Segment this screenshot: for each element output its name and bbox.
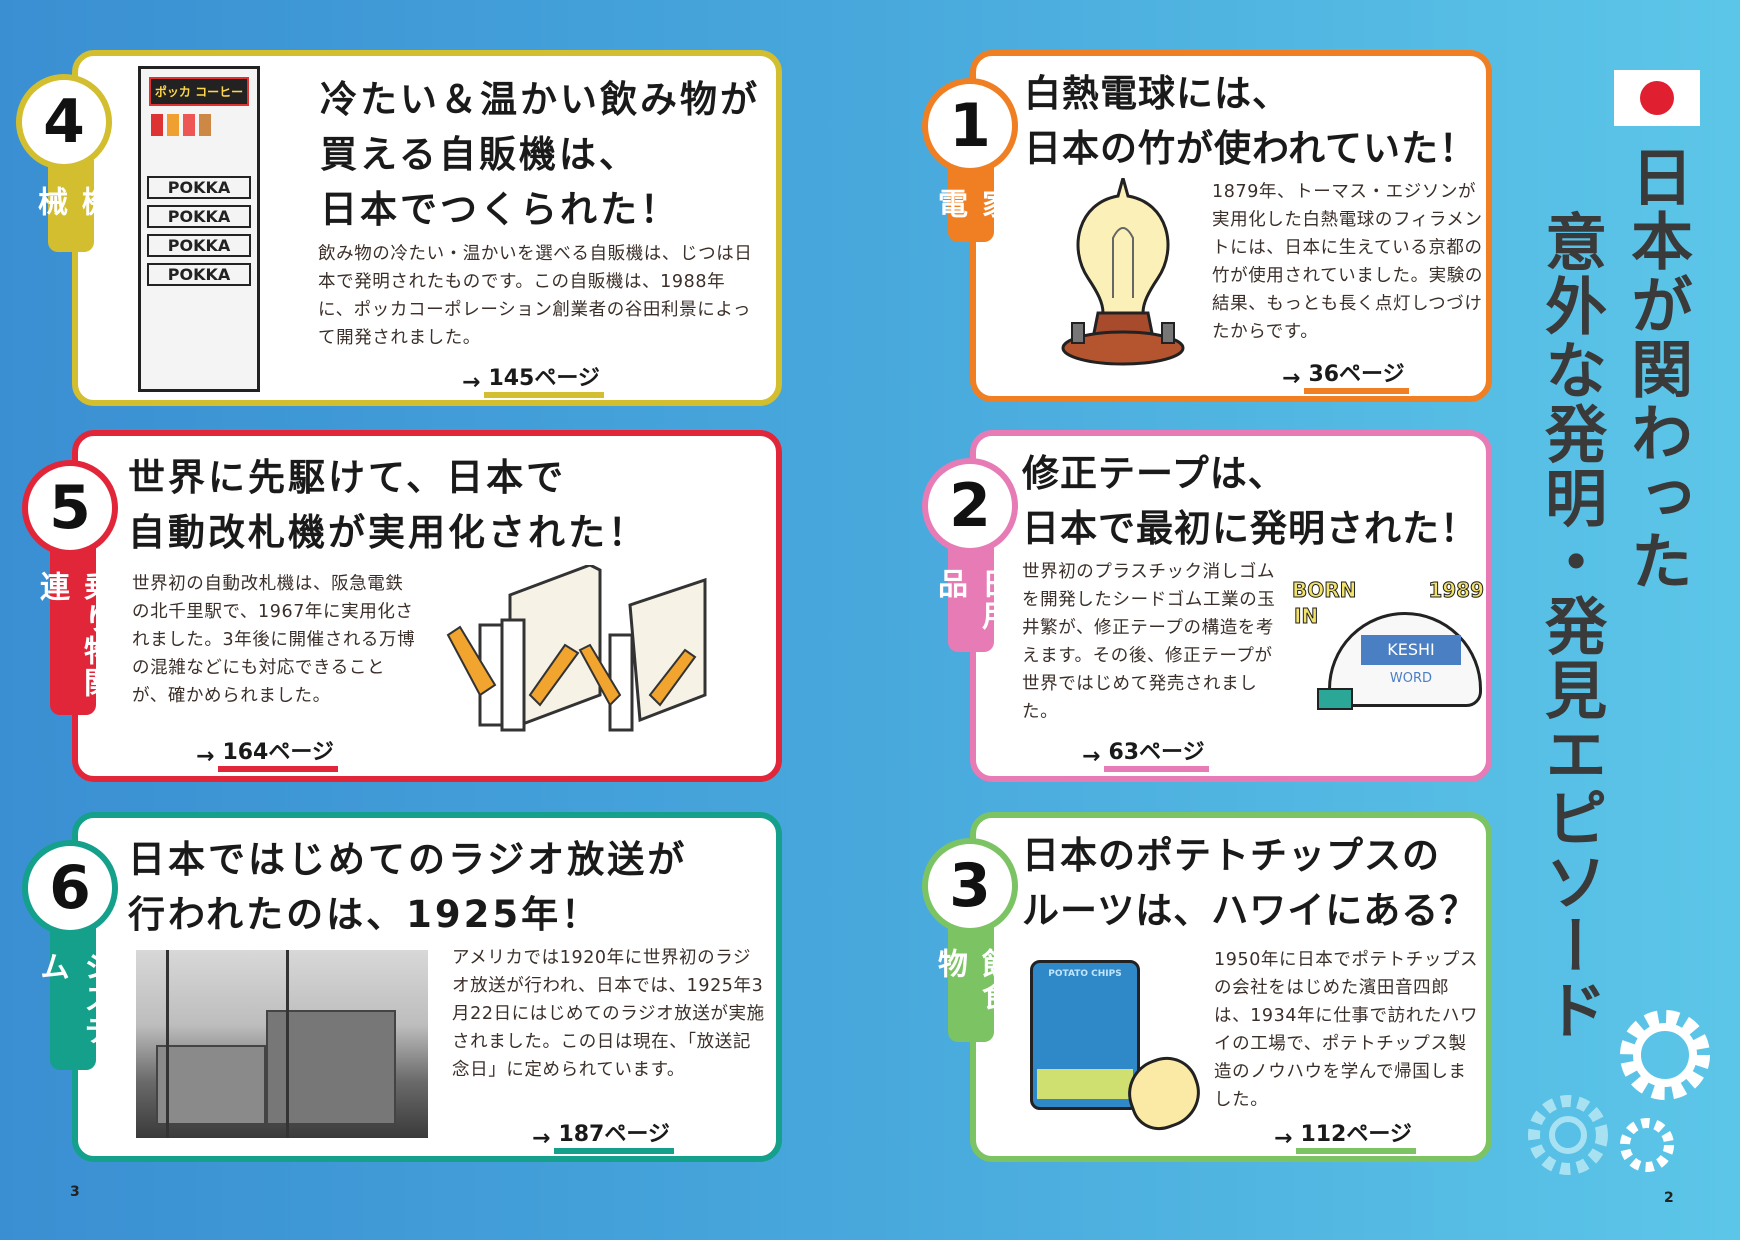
tape-label-year: 1989 <box>1428 578 1485 603</box>
headline-line: 修正テープは、 <box>1022 452 1286 495</box>
gear-icon <box>1528 1095 1608 1175</box>
page-ref-label: 112ページ <box>1296 1122 1416 1154</box>
page-link[interactable]: →164ページ <box>196 740 338 772</box>
category-tag: システム <box>34 925 113 1070</box>
headline: 世界に先駆けて、日本で 自動改札機が実用化された！ <box>128 450 778 560</box>
headline-line: 自動改札機が実用化された！ <box>128 511 648 554</box>
page-link[interactable]: →36ページ <box>1282 362 1409 394</box>
tape-label-in: IN <box>1293 604 1319 629</box>
machine-brand: ポッカ コーヒー <box>149 77 249 106</box>
body-text: 1950年に日本でポテトチップスの会社をはじめた濱田音四郎は、1934年に仕事で… <box>1214 950 1479 1110</box>
card-number-badge: 1 <box>922 78 1018 174</box>
category-tag: 飲食物 <box>932 922 1011 1042</box>
page-link[interactable]: →187ページ <box>532 1122 674 1154</box>
japan-flag-icon <box>1614 70 1700 126</box>
headline: 日本のポテトチップスの ルーツは、ハワイにある？ <box>1022 828 1487 938</box>
arrow-icon: → <box>1282 365 1301 391</box>
tape-label-word: WORD <box>1389 671 1433 686</box>
page-ref-label: 187ページ <box>554 1122 674 1154</box>
tape-label-brand: KESHI <box>1361 635 1461 665</box>
machine-label: POKKA <box>147 234 251 257</box>
body-text: 世界初のプラスチック消しゴムを開発したシードゴム工業の玉井繁が、修正テープの構造… <box>1022 562 1276 722</box>
radio-station-photo <box>136 950 428 1138</box>
category-tag: 家電 <box>932 162 1011 242</box>
card-number-badge: 2 <box>922 458 1018 554</box>
page-title-line1: 日本が関わった <box>1620 145 1694 593</box>
gear-icon <box>1620 1010 1710 1100</box>
category-tag: 日用品 <box>932 542 1011 652</box>
correction-tape-illustration: KESHI WORD BORN IN 1989 <box>1291 578 1485 712</box>
body-text: 飲み物の冷たい・温かいを選べる自販機は、じつは日本で発明されたものです。この自販… <box>318 244 753 348</box>
headline-line: 行われたのは、1925年！ <box>128 893 602 936</box>
page-link[interactable]: →145ページ <box>462 366 604 398</box>
vending-machine-illustration: ポッカ コーヒー POKKA POKKA POKKA POKKA <box>138 66 260 392</box>
headline-line: 日本ではじめてのラジオ放送が <box>128 838 688 881</box>
card-number-badge: 5 <box>22 460 118 556</box>
card-number-badge: 4 <box>16 74 112 170</box>
tape-label-born: BORN <box>1291 578 1357 603</box>
headline-line: ルーツは、ハワイにある？ <box>1022 889 1478 932</box>
category-tag: 乗り物関連 <box>34 545 113 715</box>
headline-line: 買える自販機は、 <box>320 133 639 176</box>
headline-line: 冷たい＆温かい飲み物が <box>320 78 760 121</box>
headline: 冷たい＆温かい飲み物が 買える自販機は、 日本でつくられた！ <box>320 72 780 237</box>
page-link[interactable]: →112ページ <box>1274 1122 1416 1154</box>
headline: 日本ではじめてのラジオ放送が 行われたのは、1925年！ <box>128 832 778 942</box>
body-text: アメリカでは1920年に世界初のラジオ放送が行われ、日本では、1925年3月22… <box>452 948 765 1080</box>
headline: 修正テープは、 日本で最初に発明された！ <box>1022 446 1487 556</box>
headline-line: 日本のポテトチップスの <box>1022 834 1440 877</box>
potato-chips-can-illustration: POTATO CHIPS <box>1030 960 1140 1110</box>
arrow-icon: → <box>1082 743 1101 769</box>
machine-label: POKKA <box>147 176 251 199</box>
ticket-gate-illustration <box>446 565 707 732</box>
headline-line: 日本で最初に発明された！ <box>1022 507 1478 550</box>
headline-line: 日本でつくられた！ <box>320 188 680 231</box>
card-number-badge: 6 <box>22 840 118 936</box>
page-ref-label: 145ページ <box>484 366 604 398</box>
machine-label: POKKA <box>147 205 251 228</box>
headline-line: 世界に先駆けて、日本で <box>128 456 567 499</box>
card-number-badge: 3 <box>922 838 1018 934</box>
card-light-bulb <box>970 50 1492 402</box>
page-link[interactable]: →63ページ <box>1082 740 1209 772</box>
page-ref-label: 164ページ <box>218 740 338 772</box>
headline-line: 白熱電球には、 <box>1024 72 1290 115</box>
page-number-left: 3 <box>70 1184 80 1200</box>
arrow-icon: → <box>1274 1125 1293 1151</box>
category-tag: 機械 <box>32 160 111 252</box>
light-bulb-illustration <box>1061 178 1185 366</box>
page-number-right: 2 <box>1664 1190 1674 1206</box>
page-ref-label: 36ページ <box>1304 362 1409 394</box>
body-text: 1879年、トーマス・エジソンが実用化した白熱電球のフィラメントには、日本に生え… <box>1212 182 1483 342</box>
machine-label: POKKA <box>147 263 251 286</box>
headline-line: 日本の竹が使われていた！ <box>1024 127 1478 170</box>
gear-icon <box>1620 1118 1674 1172</box>
arrow-icon: → <box>196 743 215 769</box>
page-title-line2: 意外な発明・発見エピソード <box>1534 210 1608 1042</box>
headline: 白熱電球には、 日本の竹が使われていた！ <box>1024 66 1489 176</box>
body-text: 世界初の自動改札機は、阪急電鉄の北千里駅で、1967年に実用化されました。3年後… <box>132 574 416 706</box>
arrow-icon: → <box>532 1125 551 1151</box>
page-ref-label: 63ページ <box>1104 740 1209 772</box>
can-label: POTATO CHIPS <box>1048 969 1122 979</box>
arrow-icon: → <box>462 369 481 395</box>
